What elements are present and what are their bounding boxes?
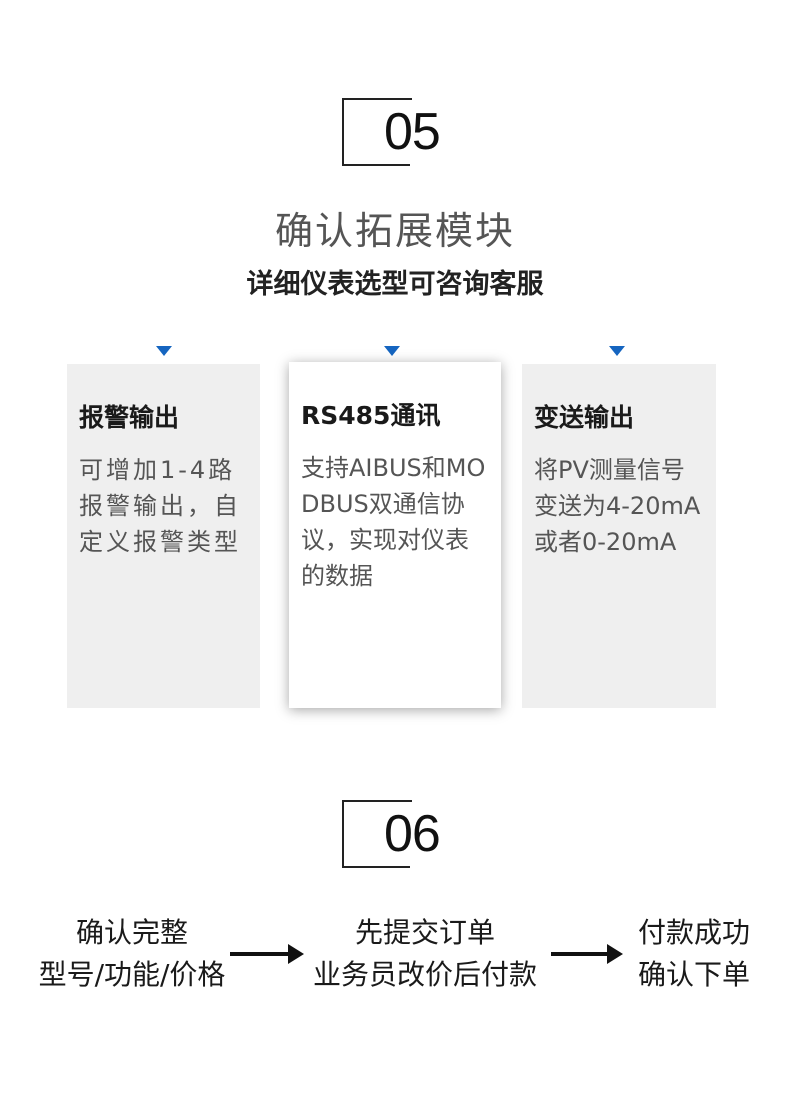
card-text: 可增加1-4路报警输出，自定义报警类型 <box>79 456 241 556</box>
flow-step-line: 型号/功能/价格 <box>38 958 226 991</box>
flow-step-line: 业务员改价后付款 <box>312 958 537 991</box>
flow-step-line: 付款成功 <box>637 916 750 949</box>
arrow-right-icon <box>230 944 304 964</box>
step-06-badge: 06 <box>342 800 442 874</box>
flow-step-line: 确认下单 <box>637 958 750 991</box>
module-card-rs485: RS485通讯 支持AIBUS和MODBUS双通信协议，实现对仪表的数据 <box>289 362 501 708</box>
module-card-alarm-output: 报警输出 可增加1-4路报警输出，自定义报警类型 <box>67 364 260 708</box>
section-title: 确认拓展模块 <box>274 209 515 253</box>
step-number: 05 <box>382 100 442 164</box>
triangle-down-icon <box>609 346 625 356</box>
section-subtitle: 详细仪表选型可咨询客服 <box>246 269 544 300</box>
card-text: 支持AIBUS和MODBUS双通信协议，实现对仪表的数据 <box>301 454 486 590</box>
flow-step-payment-success: 付款成功 确认下单 <box>622 912 766 996</box>
step-05-badge: 05 <box>342 98 442 172</box>
flow-step-confirm: 确认完整 型号/功能/价格 <box>22 912 242 996</box>
step-number: 06 <box>382 802 442 866</box>
flow-step-submit-order: 先提交订单 业务员改价后付款 <box>296 912 554 996</box>
triangle-down-icon <box>384 346 400 356</box>
card-title: 变送输出 <box>534 403 635 432</box>
flow-step-line: 先提交订单 <box>354 916 495 949</box>
module-card-transmit-output: 变送输出 将PV测量信号变送为4-20mA或者0-20mA <box>522 364 716 708</box>
card-title: RS485通讯 <box>301 401 441 430</box>
flow-step-line: 确认完整 <box>75 916 188 949</box>
arrow-right-icon <box>551 944 623 964</box>
card-text: 将PV测量信号变送为4-20mA或者0-20mA <box>534 456 701 556</box>
card-title: 报警输出 <box>79 403 180 432</box>
triangle-down-icon <box>156 346 172 356</box>
